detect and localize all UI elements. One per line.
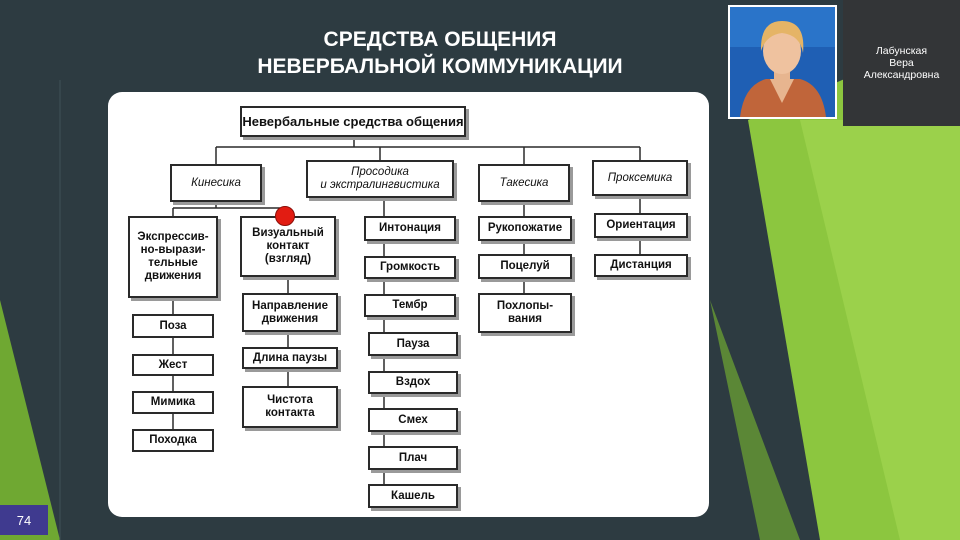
visual-item-contact-purity: Чистота контакта	[242, 386, 338, 428]
prosody-item-pause: Пауза	[368, 332, 458, 356]
author-photo	[728, 5, 837, 119]
takesics-item-kiss: Поцелуй	[478, 254, 572, 279]
prosody-item-laughter: Смех	[368, 408, 458, 432]
visual-item-pause-length: Длина паузы	[242, 347, 338, 369]
expressive-item-gesture: Жест	[132, 354, 214, 376]
portrait-image	[730, 7, 835, 117]
expressive-item-mimicry: Мимика	[132, 391, 214, 414]
visual-item-direction: Направление движения	[242, 293, 338, 332]
prosody-item-sigh: Вздох	[368, 371, 458, 394]
takesics-item-patting: Похлопы- вания	[478, 293, 572, 333]
category-takesics: Такесика	[478, 164, 570, 202]
diagram-connectors	[172, 137, 641, 484]
takesics-item-handshake: Рукопожатие	[478, 216, 572, 241]
root-node: Невербальные средства общения	[240, 106, 466, 137]
expressive-item-pose: Поза	[132, 314, 214, 338]
kinesics-expressive-node: Экспрессив- но-вырази- тельные движения	[128, 216, 218, 298]
prosody-item-crying: Плач	[368, 446, 458, 470]
category-proxemics: Проксемика	[592, 160, 688, 196]
category-prosody: Просодика и экстралингвистика	[306, 160, 454, 198]
page-number: 74	[0, 505, 48, 535]
proxemics-item-distance: Дистанция	[594, 254, 688, 277]
diagram-panel: Невербальные средства общения Кинесика П…	[108, 92, 709, 517]
category-kinesics: Кинесика	[170, 164, 262, 202]
prosody-item-cough: Кашель	[368, 484, 458, 508]
prosody-item-intonation: Интонация	[364, 216, 456, 241]
author-name: Лабунская Вера Александровна	[863, 45, 940, 81]
prosody-item-timbre: Тембр	[364, 294, 456, 317]
author-caption: Лабунская Вера Александровна	[843, 0, 960, 126]
kinesics-visual-node: Визуальный контакт (взгляд)	[240, 216, 336, 277]
proxemics-item-orientation: Ориентация	[594, 213, 688, 238]
slide-title: СРЕДСТВА ОБЩЕНИЯ НЕВЕРБАЛЬНОЙ КОММУНИКАЦ…	[180, 26, 700, 80]
red-dot-marker	[275, 206, 295, 226]
expressive-item-gait: Походка	[132, 429, 214, 452]
prosody-item-loudness: Громкость	[364, 256, 456, 279]
title-line-1: СРЕДСТВА ОБЩЕНИЯ	[323, 28, 557, 51]
title-line-2: НЕВЕРБАЛЬНОЙ КОММУНИКАЦИИ	[257, 55, 623, 78]
